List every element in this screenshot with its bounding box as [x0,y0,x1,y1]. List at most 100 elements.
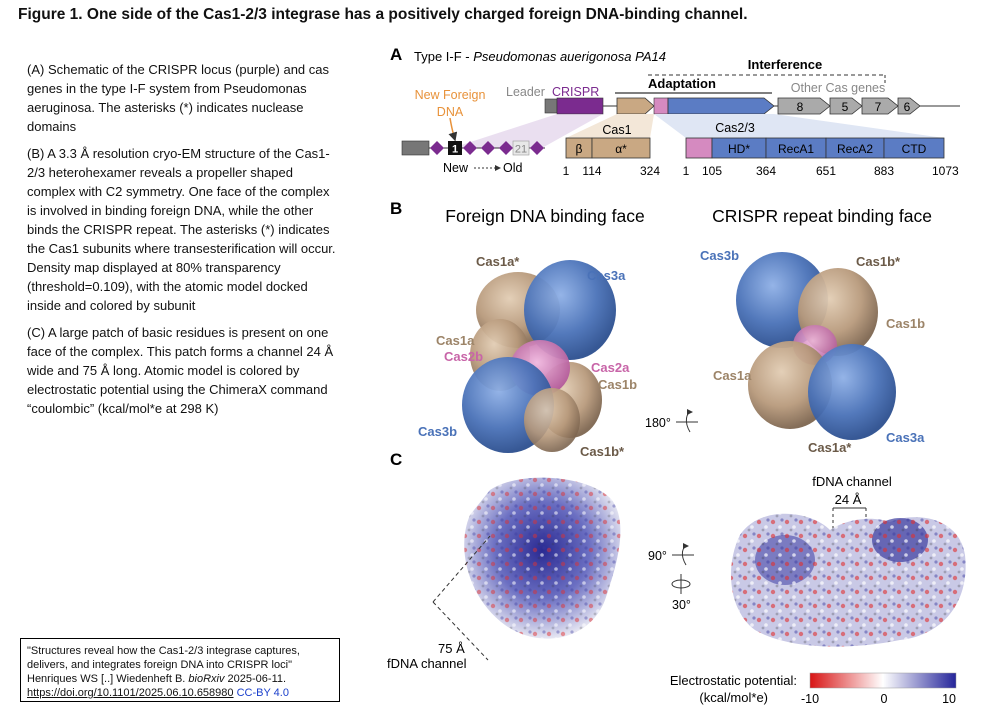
locus-type-prefix: Type I-F - [414,49,473,64]
surface-front-texture [464,477,621,639]
spacer-old-number: 21 [515,144,527,156]
label-cas3b-right: Cas3b [700,248,739,263]
label-cas2b-left: Cas2b [444,349,483,364]
citation-license-link[interactable]: CC-BY 4.0 [236,687,289,699]
locus-type-title: Type I-F - Pseudomonas auerigonosa PA14 [414,49,666,64]
cas1b-star-density [524,388,580,452]
rotation-90-label: 90° [648,549,667,563]
repeat-diamond [481,141,495,155]
cas23-tick-105: 105 [702,164,722,178]
label-cas1b-left: Cas1b [598,377,637,392]
rotation-90-arrow [681,543,689,566]
legend-a: (A) Schematic of the CRISPR locus (purpl… [27,62,330,134]
gene-5-label: 5 [842,100,849,114]
gene-7-label: 7 [875,100,882,114]
spacer-new-number: 1 [452,144,458,156]
label-cas1b-right: Cas1b [886,316,925,331]
rotation-30-label: 30° [672,598,691,612]
cas23-tick-1073: 1073 [932,164,959,178]
foreign-dna-arrow [448,117,458,142]
rotation-180-label: 180° [645,416,671,430]
ctd-label: CTD [902,142,927,156]
citation-title: "Structures reveal how the Cas1-2/3 inte… [27,645,300,671]
leader-label: Leader [506,85,545,99]
cas23-protein-label: Cas2/3 [715,121,755,135]
other-cas-genes-label: Other Cas genes [791,81,886,95]
cas1-gene-arrow [616,97,655,115]
scale-tick-min: -10 [801,692,819,706]
cas23-tick-1: 1 [683,164,690,178]
leader-block [544,98,558,114]
label-cas2a-left: Cas2a [591,360,630,375]
crispr-repeat-face-structure [736,252,896,440]
fdna-channel-label-left: fDNA channel [387,656,467,671]
ctd-domain [883,137,945,159]
adaptation-label: Adaptation [648,76,716,91]
array-leader-block [401,140,430,156]
panel-a-label: A [390,45,402,64]
locus-organism: Pseudomonas auerigonosa PA14 [473,49,666,64]
foreign-dna-face-structure [462,260,616,453]
cas1-protein-label: Cas1 [602,123,631,137]
cas1-alpha-domain [591,137,651,159]
fdna-channel-title: fDNA channel [812,474,892,489]
channel-width-label: 24 Å [835,492,862,507]
cas1-zoom-wedge [566,114,654,138]
gene-8-label: 8 [797,100,804,114]
panel-c-label: C [390,450,402,469]
electrostatic-surface-front [464,477,621,639]
cas7-gene-arrow [861,97,899,115]
channel-length-line [432,535,491,603]
cas3a-right-density [808,344,896,440]
crispr-zoom-wedge [452,114,603,148]
label-cas3a-left: Cas3a [587,268,626,283]
new-foreign-dna-label-2: DNA [437,105,464,119]
label-cas1a-right: Cas1a [713,368,752,383]
label-cas3a-right: Cas3a [886,430,925,445]
panel-b-label: B [390,199,402,218]
hd-label: HD* [728,142,750,156]
citation-doi-link[interactable]: https://doi.org/10.1101/2025.06.10.65898… [27,687,234,699]
new-foreign-dna-label-1: New Foreign [415,88,486,102]
cas23-tick-651: 651 [816,164,836,178]
electrostatic-surface-side [731,513,966,647]
cas3a-density [524,260,616,360]
repeat-diamond [430,141,444,155]
scale-tick-max: 10 [942,692,956,706]
cas3-gene-arrow [667,97,775,115]
surface-side-texture [731,513,966,647]
crispr-block [556,97,604,115]
spacer-new-box [448,141,462,155]
old-label: Old [503,161,523,175]
gene-6-label: 6 [904,100,911,114]
cas1-alpha-label: α* [615,142,627,156]
foreign-dna-face-title: Foreign DNA binding face [445,206,644,226]
label-cas1a-star-right: Cas1a* [808,440,852,455]
scale-tick-zero: 0 [881,692,888,706]
channel-length-bracket [432,601,489,661]
label-cas1b-star-left: Cas1b* [580,444,625,459]
cas2-domain [685,137,713,159]
potential-color-scale [809,672,957,689]
citation-box: "Structures reveal how the Cas1-2/3 inte… [20,638,340,702]
spacer-old-box [512,140,530,156]
citation-link-line: https://doi.org/10.1101/2025.06.10.65898… [27,686,333,700]
cas23-zoom-wedge [654,114,944,138]
label-cas1b-star-right: Cas1b* [856,254,901,269]
label-cas1a-star-left: Cas1a* [476,254,520,269]
rotation-180-arrow [685,409,693,433]
repeat-diamond [463,141,477,155]
reca1-label: RecA1 [778,142,814,156]
citation-journal: bioRxiv [188,673,225,685]
crispr-label: CRISPR [552,85,599,99]
figure-title: Figure 1. One side of the Cas1-2/3 integ… [18,6,748,23]
citation-authors: Henriques WS [..] Wiedenheft B. [27,673,189,685]
legend-c: (C) A large patch of basic residues is p… [27,325,334,416]
cas5-gene-arrow [829,97,863,115]
label-cas3b-left: Cas3b [418,424,457,439]
legend-b: (B) A 3.3 Å resolution cryo-EM structure… [27,146,336,313]
cas1-beta-label: β [576,142,583,156]
interference-label: Interference [748,57,822,72]
label-cas1a-left: Cas1a [436,333,475,348]
